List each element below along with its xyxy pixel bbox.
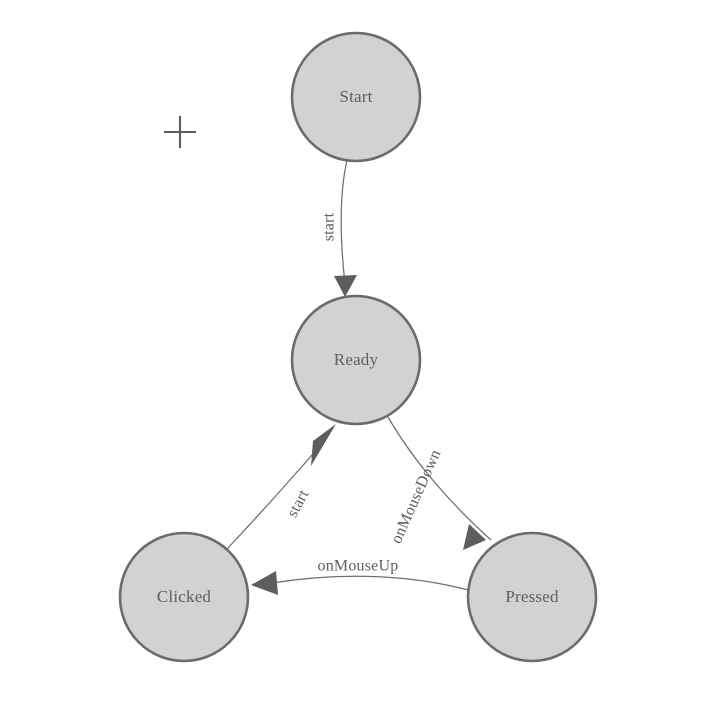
edge-ready-to-pressed[interactable]: onMouseDown: [387, 416, 492, 550]
edge-line: [226, 446, 320, 550]
node-pressed[interactable]: Pressed: [466, 531, 598, 663]
node-shape[interactable]: [290, 294, 422, 426]
edge-start-to-ready[interactable]: start: [321, 159, 357, 297]
arrowhead-icon: [334, 275, 357, 297]
node-shape[interactable]: [466, 531, 598, 663]
node-shape[interactable]: [290, 31, 422, 163]
node-ready[interactable]: Ready: [290, 294, 422, 426]
arrowhead-icon: [311, 424, 336, 466]
edge-clicked-to-ready[interactable]: start: [226, 424, 336, 550]
edge-label-pressed-to-clicked: onMouseUp: [318, 558, 399, 575]
arrowhead-icon: [251, 571, 278, 595]
edge-line: [387, 416, 492, 541]
node-clicked[interactable]: Clicked: [118, 531, 250, 663]
edge-label-ready-to-pressed: onMouseDown: [388, 447, 445, 546]
edge-label-start-to-ready: start: [321, 212, 338, 241]
edge-line: [340, 159, 348, 285]
edge-label-clicked-to-ready: start: [284, 487, 313, 520]
node-shape[interactable]: [118, 531, 250, 663]
edge-line: [271, 575, 469, 591]
edge-pressed-to-clicked[interactable]: onMouseUp: [251, 558, 469, 595]
node-start[interactable]: Start: [290, 31, 422, 163]
arrowhead-icon: [463, 524, 486, 550]
crosshair-icon: [164, 116, 196, 148]
